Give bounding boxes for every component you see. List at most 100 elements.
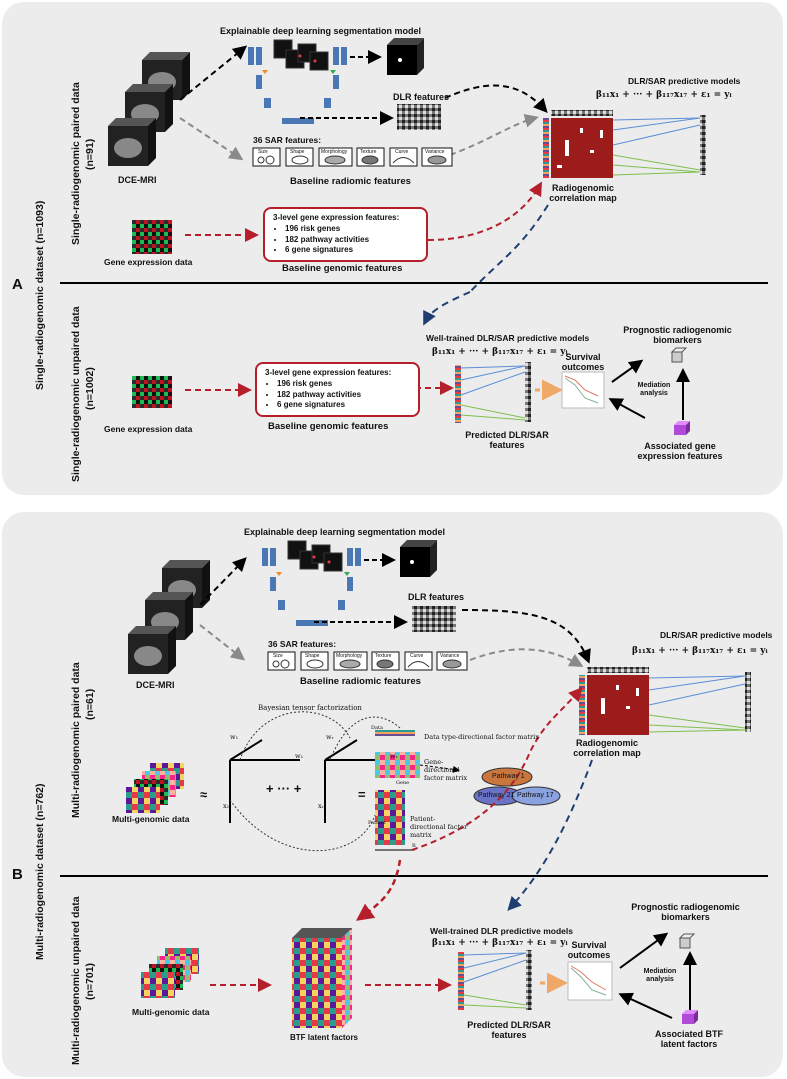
pathway-ellipses bbox=[473, 767, 561, 806]
arrow-sar-to-corr-a bbox=[449, 113, 539, 156]
gene-box-item-2-a: 182 pathway activities bbox=[285, 235, 418, 246]
btf-latent-label: BTF latent factors bbox=[290, 1033, 359, 1042]
w1-symbol-2: w₁ bbox=[295, 752, 304, 760]
associated-text-a: Associated gene expression features bbox=[637, 441, 723, 462]
arrow-mri-to-seg-b bbox=[199, 557, 247, 606]
gene-features-box-a2: 3-level gene expression features: 196 ri… bbox=[255, 362, 420, 418]
seg-output-cube-a bbox=[387, 38, 424, 75]
mri-cube-stack-b bbox=[128, 560, 210, 674]
associated-label-a: Associated gene expression features bbox=[630, 441, 730, 462]
gene-box-item-3-a: 6 gene signatures bbox=[285, 245, 418, 256]
assoc-cube-b bbox=[682, 1010, 698, 1024]
dataset-label-a: Single-radiogenomic dataset (n=1093) bbox=[34, 200, 46, 390]
btf-title: Bayesian tensor factorization bbox=[258, 704, 362, 712]
mediation-text-a: Mediation analysis bbox=[637, 382, 671, 398]
gene-box-item-1-a2: 196 risk genes bbox=[277, 379, 410, 390]
model-network-a2 bbox=[455, 362, 531, 423]
multi-genomic-stack-b2 bbox=[141, 948, 199, 998]
paired-n-a: (n=91) bbox=[84, 138, 96, 170]
sar-icon-label-morphology-b: Morphology bbox=[336, 653, 363, 659]
sar-icons-a bbox=[252, 147, 453, 167]
arrow-assoc-to-survival-b bbox=[618, 992, 673, 1019]
patient-matrix-text: Patient-directional factor matrix bbox=[410, 815, 468, 839]
panel-b-label: B bbox=[12, 866, 23, 883]
gene-axis-label: Gene bbox=[396, 780, 410, 786]
sar-features-title-a: 36 SAR features: bbox=[253, 135, 322, 145]
unpaired-label-a: Single-radiogenomic unpaired data bbox=[70, 306, 82, 482]
arrow-dlr-to-corr-a bbox=[444, 84, 548, 113]
baseline-genomic-a2: Baseline genomic features bbox=[268, 421, 389, 432]
mediation-label-b: Mediation analysis bbox=[636, 968, 684, 984]
prognostic-label-a: Prognostic radiogenomic biomarkers bbox=[620, 325, 735, 346]
survival-text-b: Survival outcomes bbox=[567, 940, 611, 961]
sar-icon-label-size-a: Size bbox=[258, 149, 268, 155]
seg-output-cube-b bbox=[400, 540, 437, 577]
seg-model-title-a: Explainable deep learning segmentation m… bbox=[220, 26, 422, 36]
arrow-genomic-to-corr-a bbox=[427, 181, 542, 241]
mri-cube-stack-a bbox=[108, 52, 190, 166]
sar-icon-label-morphology-a: Morphology bbox=[321, 149, 348, 155]
model-network-b2 bbox=[458, 950, 532, 1010]
correlation-map-b bbox=[579, 667, 649, 735]
gene-expr-heatmap-a2 bbox=[132, 376, 172, 408]
baseline-radiomic-b: Baseline radiomic features bbox=[300, 676, 421, 687]
gene-features-box-a: 3-level gene expression features: 196 ri… bbox=[263, 207, 428, 263]
well-trained-label-a: Well-trained DLR/SAR predictive models bbox=[426, 333, 590, 343]
survival-curve-b bbox=[567, 961, 613, 1001]
arrow-dlr-to-corr-b bbox=[461, 609, 591, 664]
dlr-features-label-a: DLR features bbox=[393, 92, 450, 102]
data-type-matrix-label: Data type-directional factor matrix bbox=[424, 733, 539, 741]
mediation-label-a: Mediation analysis bbox=[630, 382, 678, 398]
arrow-mri-to-seg-a bbox=[179, 45, 248, 101]
gene-expr-heatmap-a bbox=[132, 220, 172, 254]
prognostic-text-a: Prognostic radiogenomic biomarkers bbox=[623, 325, 732, 346]
prognostic-label-b: Prognostic radiogenomic biomarkers bbox=[628, 902, 743, 923]
r-axis-label: R bbox=[412, 843, 416, 849]
arrow-sar-to-corr-b bbox=[469, 648, 584, 667]
sar-icon-label-shape-a: Shape bbox=[290, 149, 305, 155]
dce-mri-label-a: DCE-MRI bbox=[118, 175, 157, 185]
paired-n-b: (n=61) bbox=[84, 688, 96, 720]
btf-diagram bbox=[126, 711, 460, 852]
predictive-models-label-a: DLR/SAR predictive models bbox=[628, 76, 741, 86]
assoc-cube-a bbox=[674, 421, 690, 435]
sar-icon-label-curve-b: Curve bbox=[410, 653, 424, 659]
paired-label-b: Multi-radiogenomic paired data bbox=[70, 662, 82, 818]
predicted-text-b: Predicted DLR/SAR features bbox=[467, 1020, 551, 1041]
plus-dots-symbol: + ··· + bbox=[266, 781, 302, 796]
multi-genomic-label-b: Multi-genomic data bbox=[112, 814, 190, 824]
formula2-a: β₁₁x₁ + ··· + β₁₁₇x₁₇ + ε₁ = yᵢ bbox=[432, 347, 568, 357]
arrow-corr-to-model-a bbox=[423, 291, 471, 326]
pathway-21-label: Pathway 21 bbox=[478, 792, 515, 799]
x1-symbol: x₁ bbox=[223, 802, 230, 810]
gene-expr-label-a2: Gene expression data bbox=[104, 424, 193, 434]
unpaired-label-b: Multi-radiogenomic unpaired data bbox=[70, 896, 82, 1065]
sar-icons-b bbox=[267, 651, 468, 671]
sar-icon-label-curve-a: Curve bbox=[395, 149, 409, 155]
arrow-btf-down-b bbox=[355, 859, 402, 921]
sar-icon-label-variance-b: Variance bbox=[440, 653, 460, 659]
approx-symbol: ≈ bbox=[200, 787, 208, 802]
arrow-mri-to-sar-b bbox=[199, 624, 246, 661]
arrow-assoc-to-survival-a bbox=[608, 398, 646, 419]
biomarker-cube-b bbox=[678, 933, 696, 949]
gene-box-title-a2: 3-level gene expression features: bbox=[265, 368, 392, 377]
patient-matrix-label: Patient-directional factor matrix bbox=[410, 815, 468, 839]
arrow-btf-to-corr-b bbox=[411, 686, 583, 851]
gene-box-item-2-a2: 182 pathway activities bbox=[277, 390, 410, 401]
equals-symbol: = bbox=[358, 787, 366, 802]
gene-box-item-1-a: 196 risk genes bbox=[285, 224, 418, 235]
dlr-feature-map-b bbox=[412, 606, 456, 632]
wr-symbol: wᵣ bbox=[326, 733, 334, 741]
corr-map-text-a: Radiogenomic correlation map bbox=[549, 183, 617, 204]
model-lines-b bbox=[648, 672, 751, 733]
dlr-features-label-b: DLR features bbox=[408, 592, 465, 602]
sar-icon-label-variance-a: Variance bbox=[425, 149, 445, 155]
data-axis-label: Data bbox=[371, 725, 383, 731]
sar-features-title-b: 36 SAR features: bbox=[268, 639, 337, 649]
panel-a-label: A bbox=[12, 276, 23, 293]
sar-icon-label-texture-a: Texture bbox=[360, 149, 377, 155]
corr-map-label-a: Radiogenomic correlation map bbox=[548, 183, 618, 204]
gene-matrix-label: Gene-directional factor matrix bbox=[424, 758, 472, 782]
